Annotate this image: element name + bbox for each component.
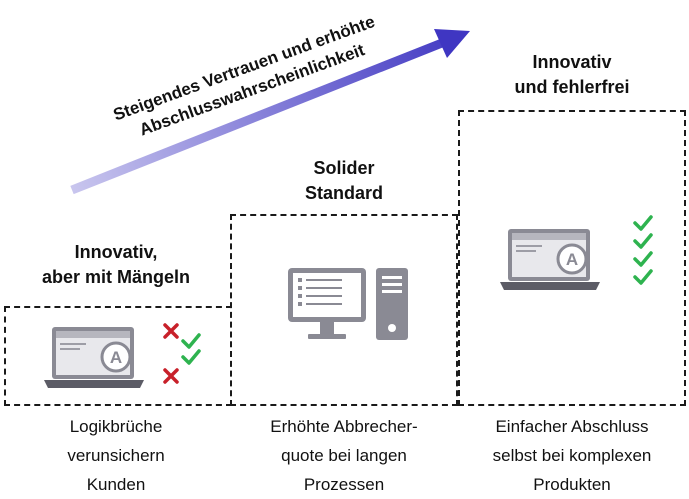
step-3-caption-line-1: Einfacher Abschluss [495, 417, 649, 436]
cross-icon [163, 323, 179, 339]
step-2-heading: Solider Standard [230, 156, 458, 206]
cross-icon [163, 368, 179, 384]
step-3-caption: Einfacher Abschluss selbst bei komplexen… [458, 412, 686, 499]
step-1-heading-line-1: Innovativ, [74, 242, 158, 262]
step-3-caption-line-3: Produkten [533, 475, 611, 494]
step-3-heading-line-1: Innovativ [532, 52, 612, 72]
step-1-caption-line-1: Logikbrüche [69, 417, 163, 436]
check-icon [181, 349, 201, 365]
step-1-heading: Innovativ, aber mit Mängeln [0, 240, 232, 290]
check-icon [633, 269, 653, 285]
desktop-computer-icon [288, 268, 408, 340]
step-2-caption-line-2: quote bei langen [281, 446, 407, 465]
svg-text:A: A [566, 250, 578, 269]
laptop-icon: A [44, 327, 144, 388]
step-3-heading: Innovativ und fehlerfrei [458, 50, 686, 100]
step-3-caption-line-2: selbst bei komplexen [492, 446, 652, 465]
trust-arrow-head [434, 29, 470, 58]
step-1-heading-line-2: aber mit Mängeln [41, 267, 191, 287]
step-2-heading-line-2: Standard [304, 183, 383, 203]
step-1-caption: Logikbrüche verunsichern Kunden [0, 412, 232, 499]
trust-arrow-shaft [70, 38, 444, 195]
svg-text:A: A [110, 348, 122, 367]
step-3-heading-line-2: und fehlerfrei [514, 77, 630, 97]
step-2-box [230, 214, 458, 406]
check-icon [633, 215, 653, 231]
step-2-caption-line-3: Prozessen [303, 475, 385, 494]
step-2-heading-line-1: Solider [313, 158, 375, 178]
check-icon [181, 333, 201, 349]
laptop-icon: A [500, 229, 600, 290]
check-icon [633, 251, 653, 267]
check-icon [633, 233, 653, 249]
step-2-caption-line-1: Erhöhte Abbrecher- [270, 417, 418, 436]
step-1-caption-line-2: verunsichern [67, 446, 165, 465]
step-1-caption-line-3: Kunden [86, 475, 146, 494]
step-2-caption: Erhöhte Abbrecher- quote bei langen Proz… [230, 412, 458, 499]
